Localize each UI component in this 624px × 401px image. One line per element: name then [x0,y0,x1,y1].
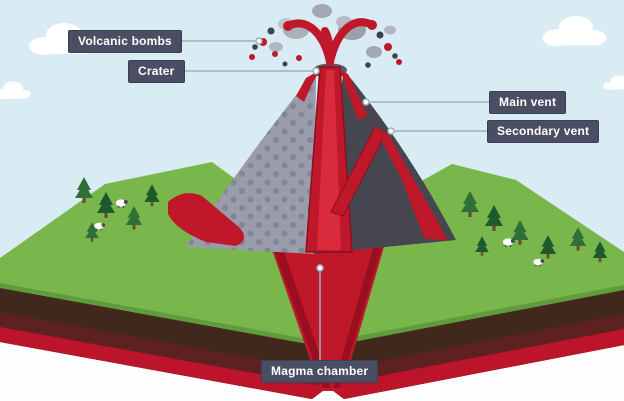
connector-dot-secondary-vent [387,127,395,135]
connector-dot-volcanic-bombs [255,37,263,45]
lava-pool-left [168,193,245,246]
lava-flow-crater-left [296,70,320,102]
label-main-vent: Main vent [489,91,567,114]
label-secondary-vent: Secondary vent [487,120,600,143]
cone-left-face-texture [186,70,316,254]
connector-dot-magma-chamber [316,264,324,272]
leader-lines [176,40,498,366]
label-crater: Crater [128,60,185,83]
connector-dots [255,37,395,272]
lava-flows [168,70,448,246]
label-volcanic-bombs: Volcanic bombs [68,30,182,53]
lava-fountain-blobs [283,20,377,35]
grass-edge-left [0,283,324,347]
connector-dot-crater [312,67,320,75]
lava-fountain [286,18,374,66]
grass-edge-right [332,285,624,346]
label-magma-chamber: Magma chamber [261,360,379,383]
eruption [249,4,402,68]
connector-dot-main-vent [362,98,370,106]
lava-flow-secondary [374,126,448,241]
lava-flow-crater-right [340,70,368,120]
